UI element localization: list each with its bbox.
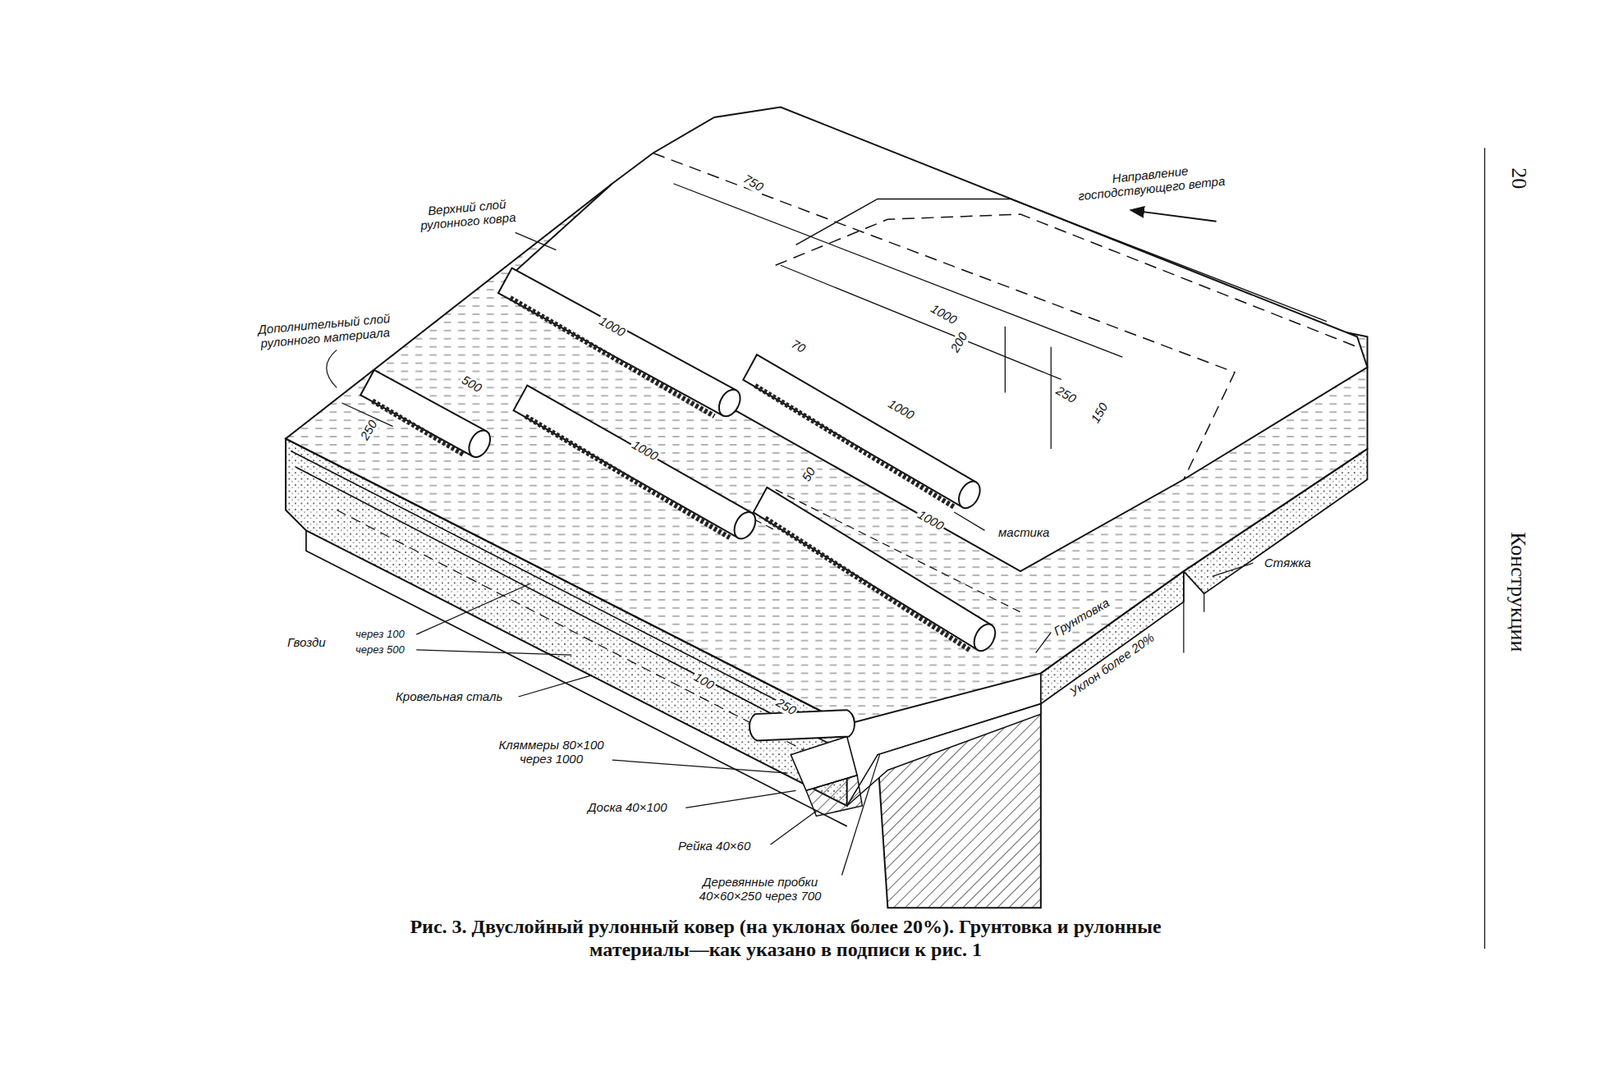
drawing-label: через 100 xyxy=(353,628,407,641)
drawing-label: Рейка 40×60 xyxy=(676,839,752,854)
drawing-label: Верхний слой рулонного ковра xyxy=(408,196,527,234)
drawing-label: Гвозди xyxy=(285,636,328,651)
drawing-label: Кляммеры 80×100 через 1000 xyxy=(493,738,610,766)
drawing-label: Направление господствующего ветра xyxy=(1072,160,1230,204)
page-header: 20 xyxy=(1507,165,1532,191)
figure-caption: Рис. 3. Двуслойный рулонный ковер (на ук… xyxy=(366,916,1205,962)
drawing-label: Кровельная сталь xyxy=(394,690,505,705)
drawing-label: мастика xyxy=(996,526,1051,541)
drawing-label: Доска 40×100 xyxy=(586,801,669,816)
drawing-label: Деревянные пробки 40×60×250 через 700 xyxy=(682,875,839,904)
page-header: Конструкции xyxy=(1506,530,1531,654)
drawing-label: Дополнительный слой рулонного материала xyxy=(240,310,409,353)
drawing-label: через 500 xyxy=(353,644,407,656)
drawing-label: Стяжка xyxy=(1262,556,1313,571)
